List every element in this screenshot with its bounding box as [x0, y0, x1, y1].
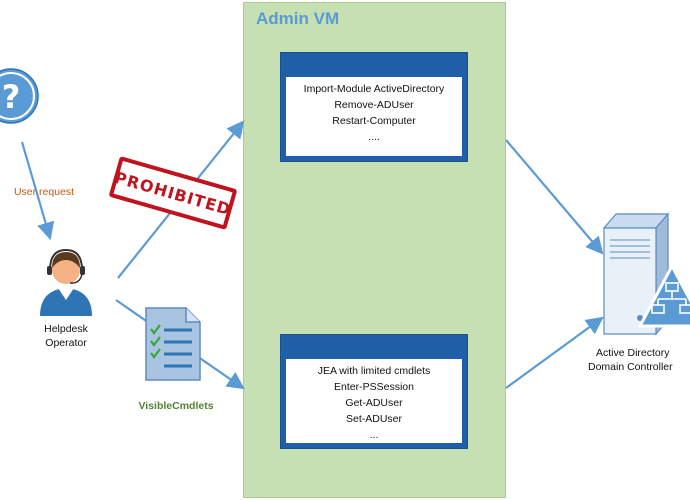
operator-label-line1: Helpdesk [44, 323, 88, 335]
bottom-command-window: JEA with limited cmdlets Enter-PSSession… [280, 334, 468, 449]
visible-cmdlets-label: VisibleCmdlets [138, 400, 214, 412]
command-line: Set-ADUser [345, 413, 402, 425]
command-line: Import-Module ActiveDirectory [303, 83, 445, 95]
helpdesk-operator-label: Helpdesk Operator [26, 322, 106, 350]
arrow-bottom-window-to-dc [505, 316, 604, 389]
bottom-command-list: JEA with limited cmdlets Enter-PSSession… [286, 359, 462, 443]
command-line: Enter-PSSession [334, 381, 414, 393]
command-line: Restart-Computer [332, 115, 416, 127]
command-line: Remove-ADUser [334, 99, 414, 111]
server-icon [602, 212, 690, 336]
command-line: .... [368, 131, 380, 143]
arrow-question-to-operator [20, 141, 55, 241]
svg-text:?: ? [2, 78, 21, 116]
command-line: Get-ADUser [345, 397, 403, 409]
question-circle-icon: ? [0, 68, 39, 124]
helpdesk-operator-icon [40, 248, 92, 316]
top-command-window: Import-Module ActiveDirectory Remove-ADU… [280, 52, 468, 162]
operator-label-line2: Operator [45, 337, 87, 349]
ad-label-line2: Domain Controller [588, 361, 673, 373]
ad-label-line1: Active Directory [596, 347, 670, 359]
command-line: JEA with limited cmdlets [317, 365, 431, 377]
command-line: ... [369, 429, 379, 441]
checklist-document-icon [145, 307, 201, 381]
top-command-list: Import-Module ActiveDirectory Remove-ADU… [286, 77, 462, 156]
arrow-top-window-to-dc [505, 139, 604, 255]
user-request-label: User request [13, 186, 75, 198]
active-directory-label: Active Directory Domain Controller [588, 346, 690, 374]
admin-vm-title: Admin VM [256, 9, 340, 28]
